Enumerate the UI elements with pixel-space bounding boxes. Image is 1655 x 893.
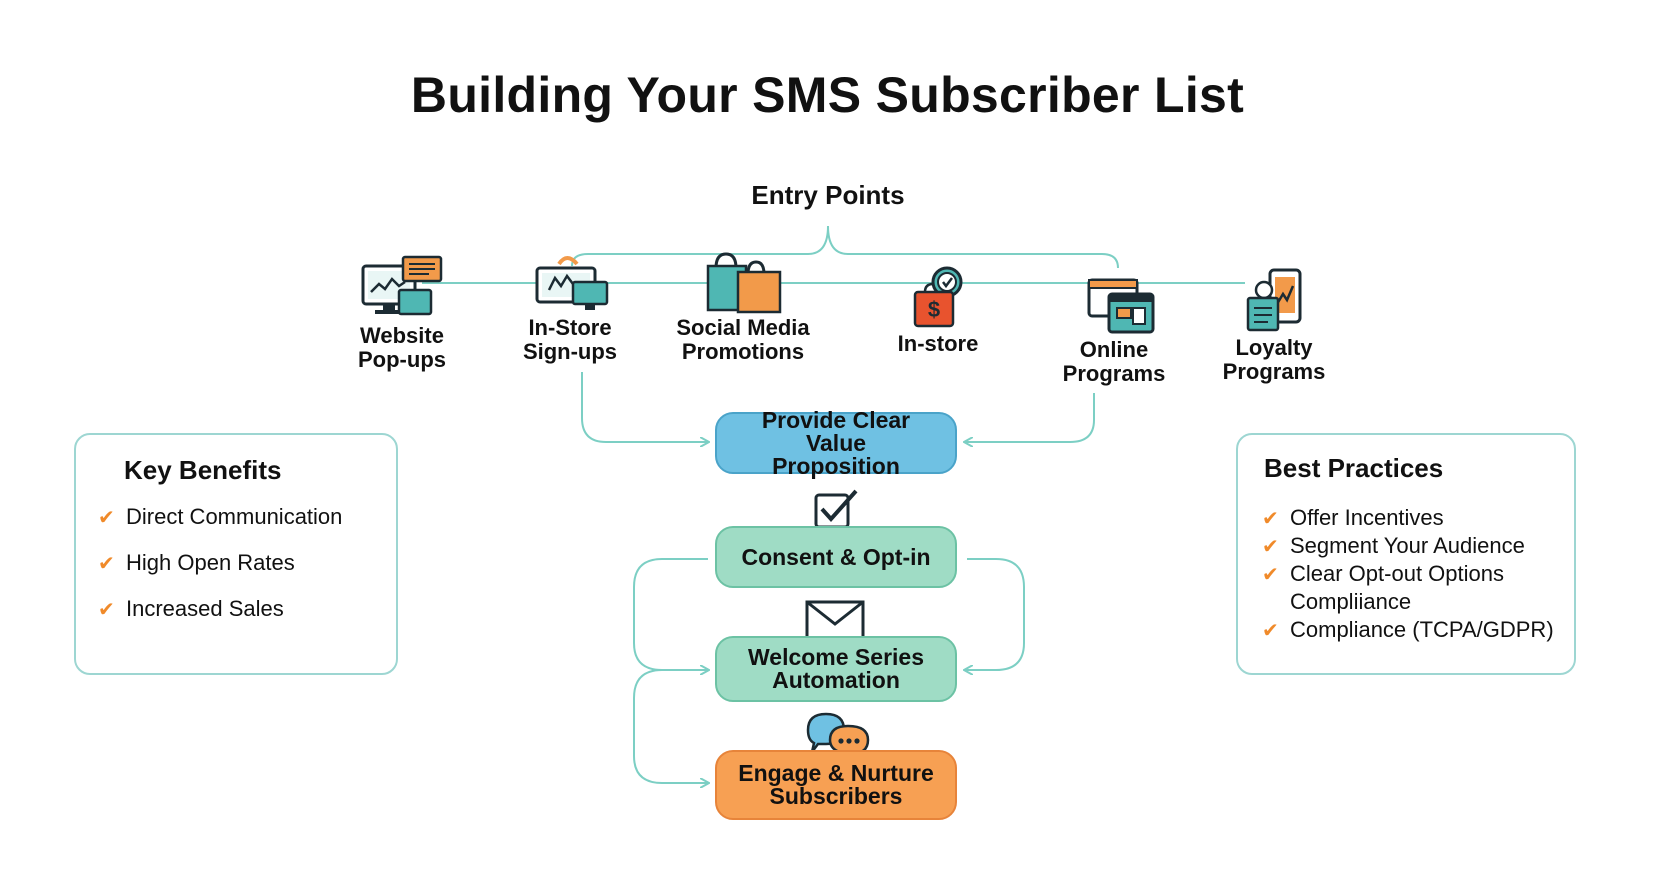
svg-text:$: $ <box>928 297 940 322</box>
entry-instore-signups: In-Store Sign-ups <box>480 250 660 364</box>
instore-to-value-line <box>581 372 708 442</box>
list-item: ✔Compliance (TCPA/GDPR) <box>1262 616 1574 644</box>
key-benefits-panel: Key Benefits ✔Direct Communication ✔High… <box>74 433 398 675</box>
entry-points-heading: Entry Points <box>751 180 905 210</box>
step-consent-opt-in: Consent & Opt-in <box>715 526 957 588</box>
browser-windows-icon <box>1087 278 1155 334</box>
entry-label: Website Pop-ups <box>358 323 446 372</box>
list-item: ✔Clear Opt-out Options <box>1262 560 1574 588</box>
chat-bubbles-icon <box>806 712 870 763</box>
best-practices-heading: Best Practices <box>1264 453 1444 483</box>
mobile-clipboard-icon <box>1246 268 1302 332</box>
best-practices-list: ✔Offer Incentives ✔Segment Your Audience… <box>1262 504 1574 644</box>
left-loop-lower <box>633 669 708 783</box>
list-item: Compliiance <box>1290 589 1412 614</box>
entry-label: Loyalty Programs <box>1222 335 1326 384</box>
check-icon: ✔ <box>98 553 115 575</box>
entry-label: Online Programs <box>1062 337 1166 386</box>
monitor-popup-icon <box>361 255 443 316</box>
best-practices-panel: Best Practices ✔Offer Incentives ✔Segmen… <box>1236 433 1576 675</box>
online-to-value-line <box>965 393 1095 442</box>
check-icon: ✔ <box>1262 536 1279 558</box>
kiosk-signup-icon <box>535 256 609 310</box>
entry-label: Social Media Promotions <box>676 315 810 364</box>
entry-label: In-store <box>897 331 979 356</box>
step-welcome-series: Welcome Series Automation <box>715 636 957 702</box>
left-loop-upper <box>633 558 708 670</box>
key-benefits-list: ✔Direct Communication ✔High Open Rates ✔… <box>98 504 396 622</box>
right-loop <box>965 558 1025 670</box>
check-icon: ✔ <box>1262 564 1279 586</box>
step-engage-nurture: Engage & Nurture Subscribers <box>715 750 957 820</box>
entry-website-popups: Website Pop-ups <box>312 254 492 372</box>
step-value-proposition: Provide Clear Value Proposition <box>715 408 957 477</box>
checkbox-icon <box>814 489 858 529</box>
entry-loyalty-programs: Loyalty Programs <box>1184 268 1364 384</box>
page-title: Building Your SMS Subscriber List <box>410 67 1245 123</box>
list-item: ✔Offer Incentives <box>1262 504 1574 532</box>
check-icon: ✔ <box>98 507 115 529</box>
check-icon: ✔ <box>1262 508 1279 530</box>
list-item: ✔Increased Sales <box>98 596 284 621</box>
entry-online-programs: Online Programs <box>1024 276 1204 386</box>
price-tag-clock-icon: $ <box>913 266 963 328</box>
list-item: ✔High Open Rates <box>98 550 295 575</box>
list-item: ✔Segment Your Audience <box>1262 532 1574 560</box>
shopping-bags-icon <box>706 252 782 314</box>
entry-social-media-promotions: Social Media Promotions <box>653 250 833 364</box>
check-icon: ✔ <box>1262 620 1279 642</box>
entry-label: In-Store Sign-ups <box>522 315 618 364</box>
key-benefits-heading: Key Benefits <box>124 455 282 485</box>
check-icon: ✔ <box>98 599 115 621</box>
list-item: ✔Direct Communication <box>98 504 343 529</box>
entry-in-store: $ In-store <box>848 264 1028 356</box>
